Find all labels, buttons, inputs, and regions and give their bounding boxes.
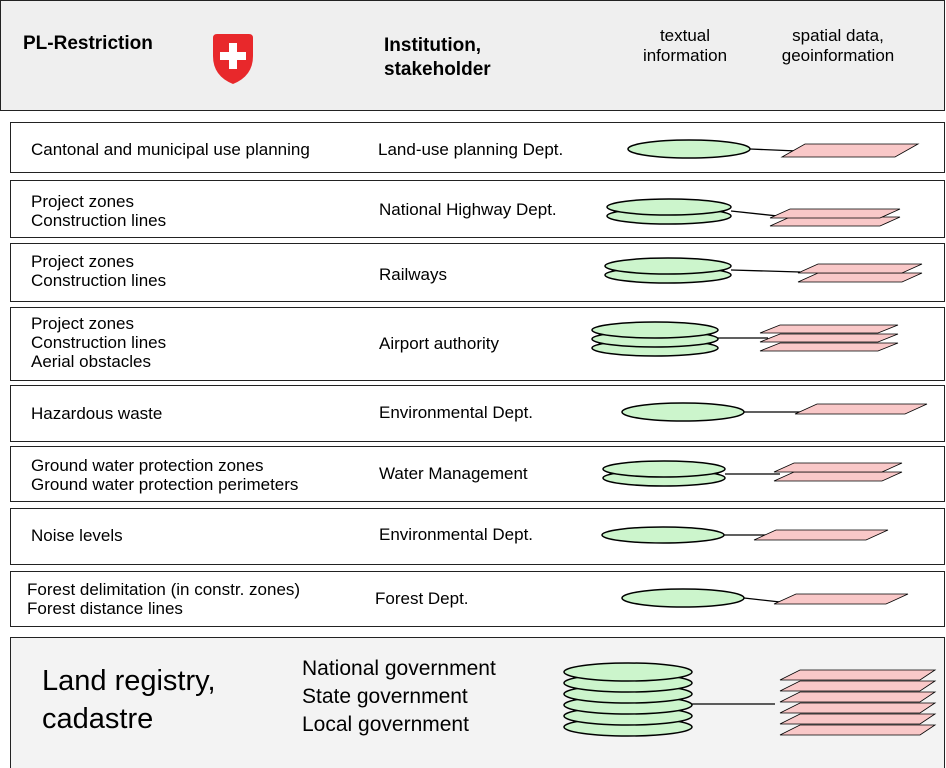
- restriction-text: Project zones Construction lines Aerial …: [31, 314, 166, 371]
- header-panel: [0, 0, 945, 111]
- header-spatial-line1: spatial data,: [792, 26, 884, 45]
- header-textual-line1: textual: [659, 26, 711, 45]
- row-panel: [10, 122, 945, 173]
- connector-line: [749, 148, 798, 152]
- textual-database-icon: [601, 526, 725, 544]
- swiss-shield-icon: [211, 34, 255, 84]
- restriction-line: Aerial obstacles: [31, 352, 152, 371]
- header-textual-line2: information: [642, 46, 728, 65]
- header-spatial-line2: geoinformation: [781, 46, 895, 65]
- institution-text: Environmental Dept.: [379, 403, 534, 422]
- footer-title-line1: Land registry,: [42, 665, 216, 697]
- textual-database-icon: [563, 662, 693, 737]
- spatial-data-sheet-icon: [773, 593, 909, 605]
- institution-text: Forest Dept.: [375, 589, 469, 608]
- footer-gov-line: State government: [302, 685, 468, 708]
- restriction-line: Construction lines: [31, 271, 167, 290]
- restriction-text: Noise levels: [31, 526, 123, 545]
- header-institution: Institution, stakeholder: [384, 34, 491, 82]
- header-spatial: spatial data, geoinformation: [763, 26, 913, 66]
- restriction-text: Project zones Construction lines: [31, 192, 166, 230]
- institution-text: National Highway Dept.: [379, 200, 557, 219]
- restriction-line: Cantonal and municipal use planning: [31, 140, 310, 159]
- restriction-line: Construction lines: [31, 333, 167, 352]
- spatial-data-sheet-icon: [797, 263, 923, 283]
- restriction-line: Forest distance lines: [27, 599, 183, 618]
- textual-database-icon: [604, 257, 732, 284]
- spatial-data-sheet-icon: [753, 529, 889, 541]
- footer-title-line2: cadastre: [42, 703, 154, 735]
- textual-database-icon: [621, 402, 745, 422]
- institution-text: Water Management: [379, 464, 528, 483]
- restriction-line: Project zones: [31, 192, 134, 211]
- institution-text: Railways: [379, 265, 448, 284]
- footer-government-list: National government State government Loc…: [302, 655, 496, 739]
- row-panel: [10, 243, 945, 302]
- textual-database-icon: [591, 321, 719, 357]
- spatial-data-sheet-icon: [780, 143, 920, 158]
- textual-database-icon: [627, 139, 751, 159]
- restriction-line: Hazardous waste: [31, 404, 163, 423]
- connector-line: [730, 269, 801, 273]
- restriction-line: Forest delimitation (in constr. zones): [27, 580, 301, 599]
- restriction-text: Ground water protection zones Ground wat…: [31, 456, 298, 494]
- restriction-text: Cantonal and municipal use planning: [31, 140, 310, 159]
- header-institution-line2: stakeholder: [384, 59, 491, 80]
- header-pl-restriction: PL-Restriction: [23, 33, 153, 54]
- institution-text: Airport authority: [379, 334, 499, 353]
- footer-title: Land registry, cadastre: [42, 662, 216, 738]
- institution-text: Environmental Dept.: [379, 525, 534, 544]
- textual-database-icon: [621, 588, 745, 608]
- restriction-text: Project zones Construction lines: [31, 252, 166, 290]
- row-panel: [10, 385, 945, 442]
- restriction-line: Ground water protection perimeters: [31, 475, 299, 494]
- spatial-data-sheet-icon: [773, 462, 903, 482]
- spatial-data-sheet-icon: [779, 669, 937, 736]
- footer-gov-line: Local government: [302, 713, 469, 736]
- connector-line: [743, 597, 781, 603]
- textual-database-icon: [606, 198, 732, 225]
- restriction-line: Ground water protection zones: [31, 456, 264, 475]
- restriction-line: Construction lines: [31, 211, 167, 230]
- header-textual: textual information: [625, 26, 745, 66]
- spatial-data-sheet-icon: [794, 403, 928, 415]
- spatial-data-sheet-icon: [769, 208, 901, 227]
- institution-text: Land-use planning Dept.: [378, 140, 564, 159]
- spatial-data-sheet-icon: [759, 324, 899, 352]
- footer-panel: [10, 637, 945, 768]
- restriction-text: Forest delimitation (in constr. zones) F…: [27, 580, 300, 618]
- restriction-line: Project zones: [31, 252, 134, 271]
- footer-gov-line: National government: [302, 657, 496, 680]
- restriction-text: Hazardous waste: [31, 404, 162, 423]
- restriction-line: Noise levels: [31, 526, 123, 545]
- textual-database-icon: [602, 460, 726, 487]
- header-institution-line1: Institution,: [384, 35, 482, 56]
- restriction-line: Project zones: [31, 314, 134, 333]
